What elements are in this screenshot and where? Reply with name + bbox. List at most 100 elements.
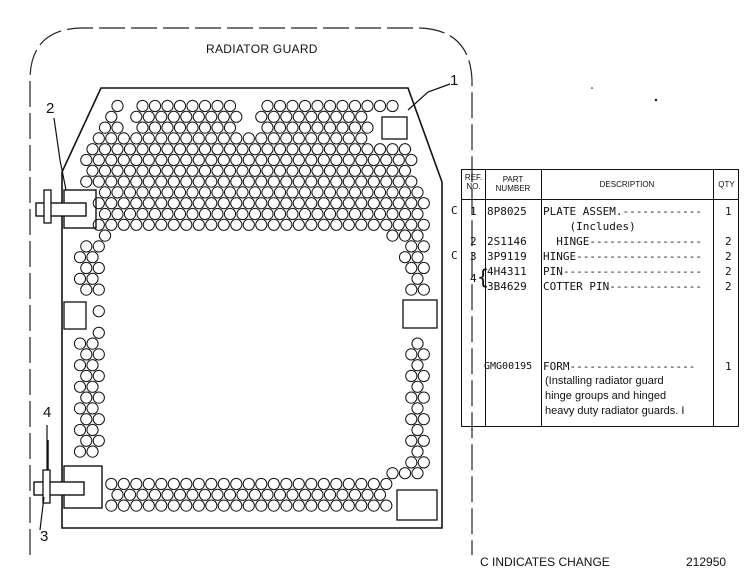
perforation-hole [86,272,99,285]
perforation-hole [142,110,155,123]
table-row-form-line: heavy duty radiator guards. I [462,404,738,419]
perforation-hole [98,164,112,177]
perforation-hole [92,434,105,447]
perforation-hole [305,477,318,491]
perforation-hole [223,186,237,199]
perforation-hole [92,305,105,318]
perforation-hole [248,488,262,501]
perforation-hole [298,207,312,221]
perforation-hole [298,186,312,199]
perforation-hole [167,175,180,188]
perforation-hole [261,186,274,199]
perforation-hole [405,283,418,296]
perforation-hole [292,499,305,512]
perforation-hole [86,380,99,393]
perforation-hole [111,164,124,177]
perforation-hole [217,218,230,231]
perforation-hole [217,175,230,188]
perforation-hole [92,413,105,426]
perforation-hole [173,143,187,156]
plate-tab [396,489,438,521]
perforation-hole [330,175,343,188]
perforation-hole [417,456,430,469]
perforation-hole [98,143,112,156]
perforation-hole [261,207,274,221]
perforation-hole [280,110,293,123]
perforation-hole [173,488,187,501]
change-marker: C [451,249,458,262]
perforation-hole [86,359,99,372]
speck [654,98,658,102]
perforation-hole [286,186,299,199]
perforation-hole [417,369,430,383]
perforation-hole [336,186,349,199]
perforation-hole [105,477,118,491]
perforation-hole [267,110,280,123]
perforation-hole [311,164,324,177]
perforation-hole [380,499,393,512]
perforation-hole [405,175,418,188]
perforation-hole [211,121,224,134]
perforation-hole [336,164,349,177]
perforation-hole [361,186,374,199]
perforation-hole [242,153,255,167]
perforation-hole [317,153,330,167]
perforation-hole [142,175,155,188]
perforation-hole [123,186,137,199]
perforation-hole [142,153,155,167]
perforation-hole [173,164,187,177]
ref-no: 2 [470,235,477,248]
perforation-hole [236,143,249,156]
perforation-hole [330,110,343,123]
perforation-hole [392,153,405,167]
perforation-hole [117,175,130,188]
perforation-hole [92,369,105,383]
perforation-hole [330,197,343,210]
perforation-hole [242,218,255,231]
perforation-hole [198,186,212,199]
perforation-hole [98,207,112,221]
callout-1: 1 [450,72,459,89]
perforation-hole [192,110,205,123]
perforation-hole [411,402,424,415]
perforation-hole [223,164,237,177]
perforation-hole [198,99,212,113]
perforation-hole [92,153,105,167]
perforation-hole [323,164,337,177]
perforation-hole [355,132,368,145]
perforation-hole [142,499,155,512]
perforation-hole [411,445,424,458]
perforation-hole [405,413,418,426]
perforation-hole [305,175,318,188]
perforation-hole [292,132,305,145]
perforation-hole [342,110,355,123]
perforation-hole [267,218,280,231]
perforation-hole [280,218,293,231]
perforation-hole [223,99,237,113]
description: PIN--------------------- [543,265,702,278]
perforation-hole [173,121,187,134]
perforation-hole [117,132,130,145]
perforation-hole [192,197,205,210]
perforation-hole [161,99,174,113]
perforation-hole [248,143,262,156]
perforation-hole [342,499,355,512]
perforation-hole [186,488,199,501]
perforation-hole [180,197,193,210]
perforation-hole [305,132,318,145]
perforation-hole [155,110,168,123]
perforation-hole [367,175,380,188]
perforation-hole [80,434,93,447]
perforation-hole [73,337,87,350]
perforation-hole [198,207,212,221]
perforation-hole [192,153,205,167]
perforation-hole [92,391,105,404]
perforation-hole [305,197,318,210]
perforation-hole [211,207,224,221]
perforation-hole [336,488,349,501]
perforation-hole [92,218,105,231]
perforation-hole [86,445,99,458]
perforation-hole [298,143,312,156]
perforation-hole [230,110,243,123]
perforation-hole [348,143,362,156]
